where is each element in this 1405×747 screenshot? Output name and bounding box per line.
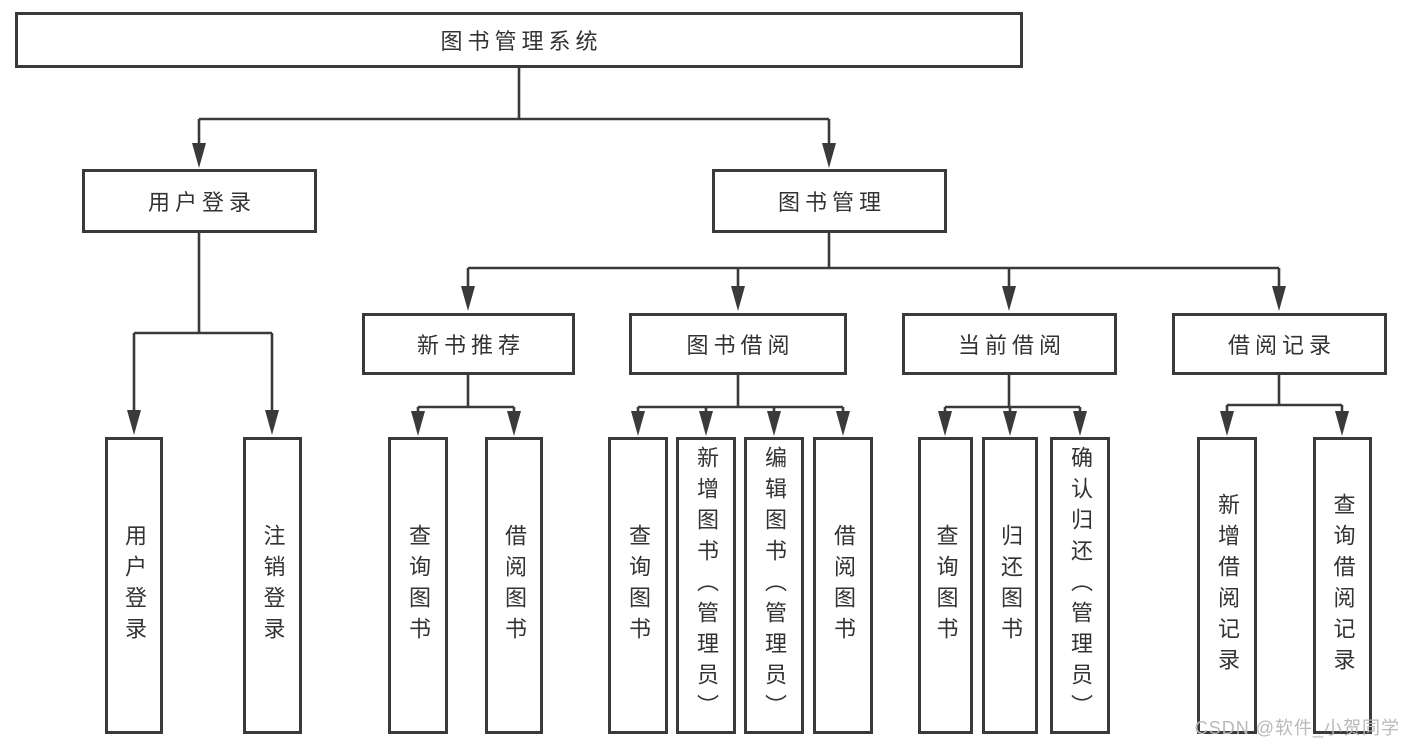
node-label: 当前借阅 <box>957 333 1066 358</box>
leaf-query-books-current: 查询图书 <box>918 437 973 734</box>
node-label: 图书借阅 <box>686 333 795 358</box>
leaf-edit-book-admin: 编辑图书（管理员） <box>744 437 804 734</box>
leaf-label: 借阅图书 <box>831 523 856 648</box>
edge-new-book-to-leaves <box>416 375 516 413</box>
leaf-label: 新增图书（管理员） <box>694 446 719 725</box>
node-borrowing-records: 借阅记录 <box>1172 313 1387 375</box>
leaf-add-book-admin: 新增图书（管理员） <box>676 437 736 734</box>
node-current-borrowing: 当前借阅 <box>902 313 1117 375</box>
leaf-query-borrow-record: 查询借阅记录 <box>1313 437 1372 734</box>
node-label: 新书推荐 <box>416 333 525 358</box>
csdn-watermark: CSDN @软件_小贺同学 <box>1194 718 1400 738</box>
node-new-book-recommend: 新书推荐 <box>362 313 575 375</box>
edge-borrow-records-to-leaves <box>1225 375 1344 413</box>
node-label: 借阅记录 <box>1227 333 1336 358</box>
edge-book-borrowing-to-leaves <box>636 375 845 413</box>
arrowhead-icons <box>127 143 1349 436</box>
node-user-login: 用户登录 <box>82 169 317 233</box>
leaf-borrow-books-recommend: 借阅图书 <box>485 437 543 734</box>
leaf-label: 查询图书 <box>406 523 431 648</box>
node-book-borrowing: 图书借阅 <box>629 313 847 375</box>
edge-user-login-to-leaves <box>132 232 274 412</box>
leaf-add-borrow-record: 新增借阅记录 <box>1197 437 1257 734</box>
node-label: 图书管理 <box>777 190 886 215</box>
node-label: 用户登录 <box>147 190 256 215</box>
leaf-logout-login: 注销登录 <box>243 437 302 734</box>
leaf-label: 注销登录 <box>260 523 286 648</box>
leaf-label: 归还图书 <box>998 523 1023 648</box>
leaf-query-books-recommend: 查询图书 <box>388 437 448 734</box>
leaf-label: 新增借阅记录 <box>1215 492 1240 679</box>
leaf-user-login: 用户登录 <box>105 437 163 734</box>
edge-root-to-level2 <box>197 68 831 145</box>
node-book-management: 图书管理 <box>712 169 947 233</box>
node-label: 图书管理系统 <box>440 29 603 54</box>
leaf-label: 用户登录 <box>122 523 147 648</box>
leaf-label: 编辑图书（管理员） <box>762 446 787 725</box>
leaf-borrow-books: 借阅图书 <box>813 437 873 734</box>
leaf-confirm-return-admin: 确认归还（管理员） <box>1050 437 1110 734</box>
leaf-query-books-borrowing: 查询图书 <box>608 437 668 734</box>
leaf-label: 查询图书 <box>626 523 651 648</box>
leaf-label: 查询图书 <box>933 523 959 648</box>
leaf-label: 查询借阅记录 <box>1330 492 1356 679</box>
edge-current-borrowing-to-leaves <box>943 375 1082 413</box>
leaf-label: 确认归还（管理员） <box>1068 446 1093 725</box>
node-library-management-system: 图书管理系统 <box>15 12 1023 68</box>
leaf-label: 借阅图书 <box>502 523 527 648</box>
edge-book-management-to-level3 <box>466 233 1281 288</box>
leaf-return-book: 归还图书 <box>982 437 1038 734</box>
